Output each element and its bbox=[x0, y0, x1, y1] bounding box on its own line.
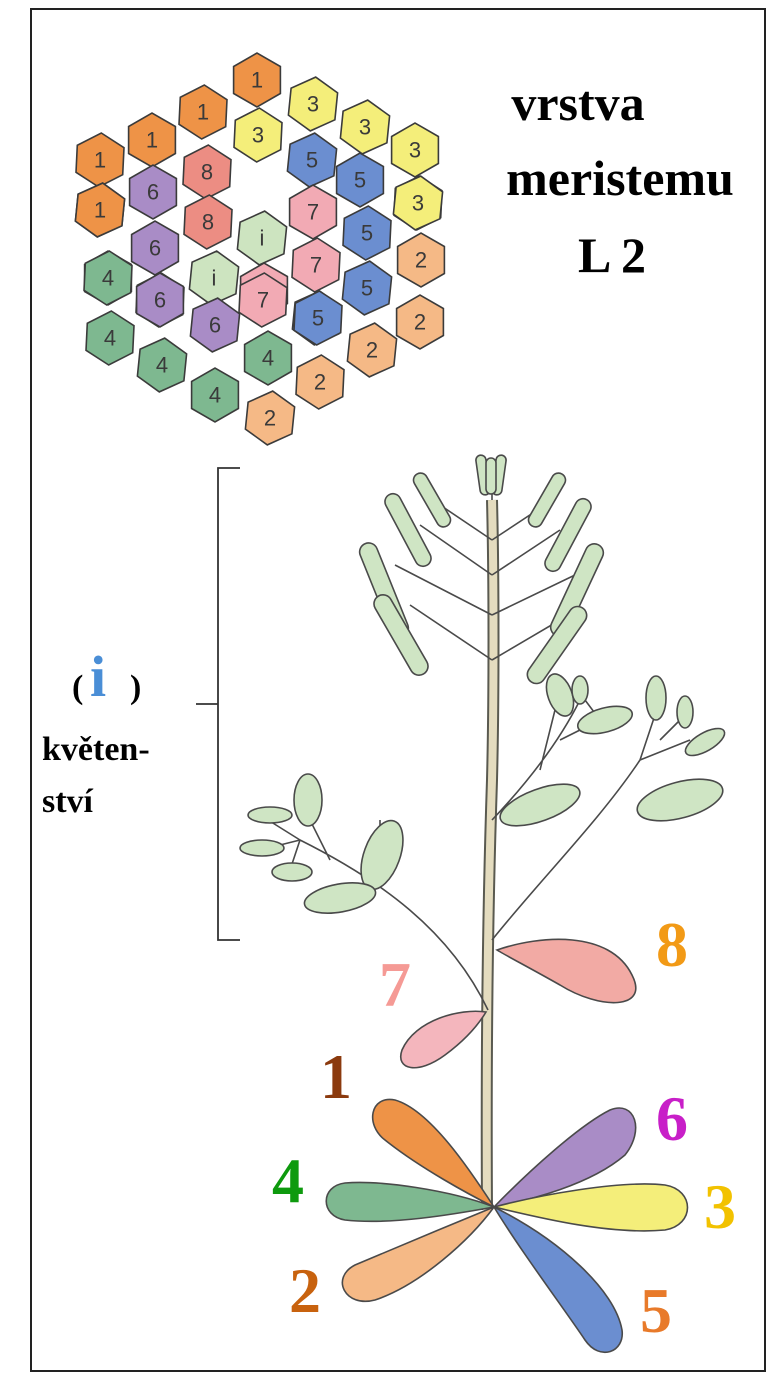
leaf-number-7: 7 bbox=[379, 949, 411, 1020]
inflorescence-marker-close: ) bbox=[130, 669, 141, 706]
meristem-cell-label: 5 bbox=[361, 221, 373, 246]
title-line-3: L 2 bbox=[578, 227, 646, 283]
meristem-cell-label: 8 bbox=[201, 160, 213, 185]
meristem-cell-label: 6 bbox=[149, 236, 161, 261]
meristem-cell-label: 7 bbox=[257, 288, 269, 313]
meristem-cell-label: 2 bbox=[314, 370, 326, 395]
meristem-cell-label: i bbox=[212, 266, 217, 291]
meristem-cell-label: 1 bbox=[94, 198, 106, 223]
meristem-cell-label: i bbox=[260, 226, 265, 251]
meristem-cell-label: 1 bbox=[251, 68, 263, 93]
meristem-cell-label: 4 bbox=[102, 266, 114, 291]
plant-illustration bbox=[240, 454, 729, 1352]
leaf-number-6: 6 bbox=[656, 1083, 688, 1154]
meristem-cell-label: 1 bbox=[94, 148, 106, 173]
leaf-number-5: 5 bbox=[640, 1275, 672, 1346]
meristem-cell-label: 1 bbox=[146, 128, 158, 153]
meristem-cell-label: 2 bbox=[414, 310, 426, 335]
title-line-2: meristemu bbox=[506, 150, 734, 206]
meristem-cell-label: 4 bbox=[156, 353, 168, 378]
meristem-cell-label: 5 bbox=[306, 148, 318, 173]
meristem-cell-label: 4 bbox=[209, 383, 221, 408]
meristem-cell-label: 3 bbox=[252, 123, 264, 148]
meristem-cell-label: 4 bbox=[104, 326, 116, 351]
meristem-cell-label: 6 bbox=[209, 313, 221, 338]
meristem-cell-label: 1 bbox=[197, 100, 209, 125]
inflorescence-label-line-1: květen- bbox=[42, 731, 150, 768]
meristem-cell-label: 2 bbox=[366, 338, 378, 363]
meristem-cell-label: 3 bbox=[307, 92, 319, 117]
meristem-cell-grid: 11313331168553168i75346i7752466752444524… bbox=[75, 53, 444, 445]
leaf-7 bbox=[401, 1011, 486, 1067]
meristem-cell-label: 7 bbox=[310, 253, 322, 278]
meristem-cell-label: 6 bbox=[147, 180, 159, 205]
inflorescence-marker-open: ( bbox=[72, 669, 83, 706]
right-upper-branch bbox=[492, 670, 729, 940]
meristem-cell-label: 3 bbox=[409, 138, 421, 163]
meristem-cell-label: 5 bbox=[354, 168, 366, 193]
meristem-cell-label: 5 bbox=[312, 306, 324, 331]
leaf-number-1: 1 bbox=[320, 1041, 352, 1112]
inflorescence-bracket bbox=[196, 468, 240, 940]
left-branch bbox=[240, 774, 488, 1010]
leaf-number-3: 3 bbox=[704, 1171, 736, 1242]
meristem-cell-label: 6 bbox=[154, 288, 166, 313]
meristem-cell-label: 3 bbox=[359, 115, 371, 140]
inflorescence-label-line-2: ství bbox=[42, 783, 94, 820]
leaf-8 bbox=[497, 939, 636, 1002]
leaf-number-8: 8 bbox=[656, 909, 688, 980]
meristem-cell-label: 5 bbox=[361, 276, 373, 301]
leaf-number-4: 4 bbox=[272, 1145, 304, 1216]
leaf-number-2: 2 bbox=[289, 1255, 321, 1326]
meristem-cell-label: 2 bbox=[415, 248, 427, 273]
meristem-cell-label: 2 bbox=[264, 406, 276, 431]
meristem-cell-label: 7 bbox=[307, 200, 319, 225]
meristem-cell-label: 3 bbox=[412, 191, 424, 216]
meristem-cell-label: 4 bbox=[262, 346, 274, 371]
title-line-1: vrstva bbox=[511, 75, 644, 131]
inflorescence-marker-letter: i bbox=[90, 644, 106, 709]
top-raceme bbox=[357, 454, 606, 687]
meristem-cell-label: 8 bbox=[202, 210, 214, 235]
